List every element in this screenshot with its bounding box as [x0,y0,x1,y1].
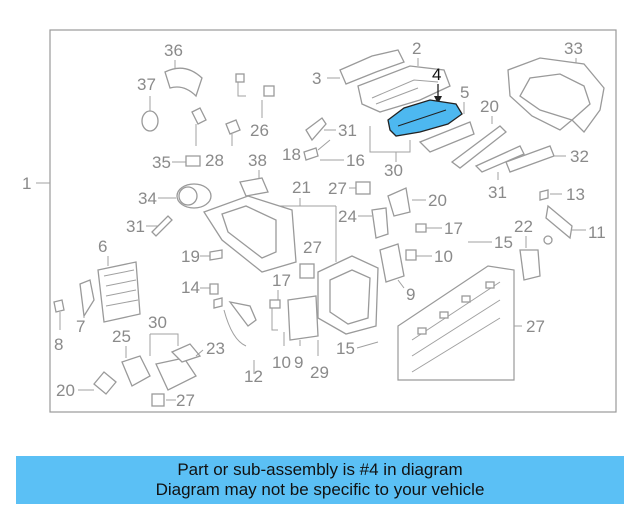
diagram-frame [49,29,617,413]
label-35: 35 [152,153,171,172]
label-30-center: 30 [384,161,403,180]
label-27-bottom: 27 [176,391,195,410]
label-1: 1 [22,174,31,193]
label-13: 13 [566,185,585,204]
label-38: 38 [248,151,267,170]
label-9-right: 9 [406,285,415,304]
part-37-shape [141,110,159,132]
label-11: 11 [588,223,606,242]
label-20-center: 20 [428,191,447,210]
label-34: 34 [138,189,157,208]
label-33: 33 [564,39,583,58]
label-20-bottom: 20 [56,381,75,400]
label-31-left: 31 [126,217,145,236]
label-8: 8 [54,335,63,354]
label-31-right: 31 [488,183,507,202]
label-19: 19 [181,247,200,266]
label-15-right: 15 [494,233,513,252]
part-36-shape [164,67,203,98]
part-2-shape [357,65,451,113]
label-24: 24 [338,207,357,226]
label-6: 6 [98,237,107,256]
part-6-shape [97,261,141,323]
label-29: 29 [310,363,329,382]
part-33-shape [507,57,605,133]
part-3-shape [339,49,405,85]
label-37: 37 [137,75,156,94]
info-banner: Part or sub-assembly is #4 in diagram Di… [16,456,624,504]
label-21: 21 [292,178,311,197]
parts-diagram: 1 36 37 26 28 35 38 34 31 19 21 27 27 14… [22,29,617,413]
label-36: 36 [164,41,183,60]
label-20-right: 20 [480,97,499,116]
label-30-left: 30 [148,313,167,332]
label-15-bottom: 15 [336,339,355,358]
label-4: 4 [432,65,441,84]
part-4-highlighted[interactable] [387,99,463,137]
banner-line-1: Part or sub-assembly is #4 in diagram [177,460,463,479]
label-25: 25 [112,327,131,346]
label-18: 18 [282,145,301,164]
label-17-center: 17 [272,271,291,290]
label-16: 16 [346,151,365,170]
part-9-shape [379,243,405,283]
label-17-right: 17 [444,219,463,238]
label-26: 26 [250,121,269,140]
label-14: 14 [181,278,200,297]
label-31-center: 31 [338,121,357,140]
label-27-center: 27 [303,238,322,257]
label-9-bottom: 9 [294,353,303,372]
label-12: 12 [244,367,263,386]
label-10-right: 10 [434,247,453,266]
label-5: 5 [460,83,469,102]
part-5-shape [418,121,475,153]
part-20-shape [450,125,507,169]
label-28: 28 [205,151,224,170]
label-10-bottom: 10 [272,353,291,372]
label-27-small: 27 [328,179,347,198]
label-7: 7 [76,317,85,336]
label-22: 22 [514,217,533,236]
part-27-panel [397,265,515,381]
label-27-right: 27 [526,317,545,336]
label-3: 3 [312,69,321,88]
label-23: 23 [206,339,225,358]
banner-line-2: Diagram may not be specific to your vehi… [155,480,485,499]
label-2: 2 [412,39,421,58]
label-32: 32 [570,147,589,166]
